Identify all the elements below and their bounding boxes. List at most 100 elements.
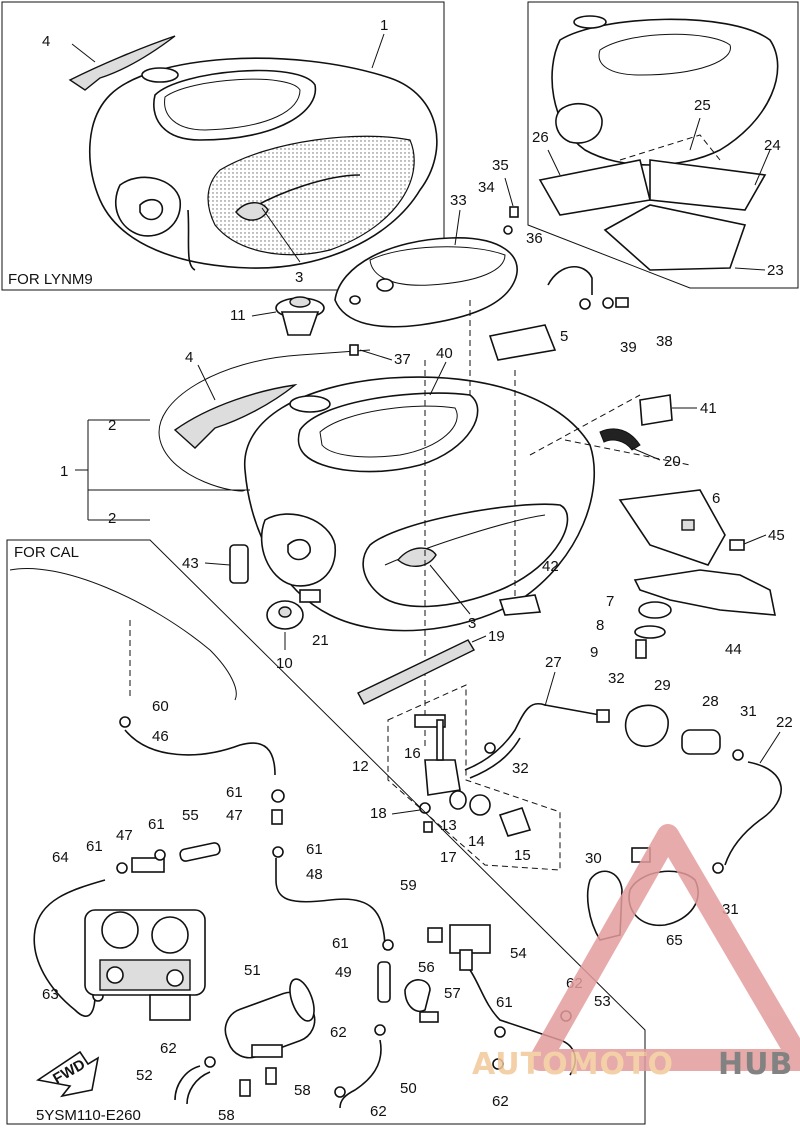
tank-side-panel [362,503,569,608]
bolt-58-a [239,1079,251,1097]
clip-31-upper [732,749,744,761]
callout-35: 35 [492,157,509,174]
joint-47-upper [271,809,283,825]
pad-24 [649,159,767,211]
callout-61-f: 61 [496,994,513,1011]
callout-62-a: 62 [160,1040,177,1057]
seal-13 [449,790,467,810]
bolt-9 [635,639,647,659]
hose-52 [174,1065,201,1101]
callout-2-lower: 2 [108,510,116,527]
lynm9-tank-panel [207,135,415,256]
clip-62-bottom [334,1086,346,1098]
pad-23 [603,204,747,271]
callout-11: 11 [230,307,246,324]
hose-22 [724,761,782,866]
callout-17: 17 [440,849,457,866]
bracket-36 [547,265,593,295]
automotohub-watermark: AUTOMOTO HUB [472,824,800,1082]
callout-44: 44 [725,641,742,658]
watermark-triangle [529,824,800,1071]
callout-56: 56 [418,959,435,976]
callout-63: 63 [42,986,59,1003]
filler-neck [289,395,331,413]
label-41 [639,394,673,426]
callout-6: 6 [712,490,720,507]
bracket-6 [618,489,726,566]
callout-53: 53 [594,993,611,1010]
lynm9-emblem [235,202,269,221]
filter-29 [624,704,669,747]
fuel-cock-group: 12 13 14 15 16 17 18 [352,684,561,871]
pads-inset: 26 25 24 23 [527,1,799,289]
callout-62-e: 62 [492,1093,509,1110]
hose-27 [464,703,601,771]
callout-32-upper: 32 [608,670,625,687]
fwd-arrow: FWD [35,1050,100,1098]
callout-58-a: 58 [218,1107,235,1124]
callout-32-lower: 32 [512,760,529,777]
label-5 [488,324,557,361]
clip-37 [349,344,359,356]
collar-8 [634,625,666,639]
callout-62-b: 62 [330,1024,347,1041]
clip-61-top [271,789,285,803]
screw-57 [419,1011,439,1023]
callout-16: 16 [404,745,421,762]
valve-49 [377,961,391,1003]
lynm9-cap-seat [141,67,179,83]
grommet-7 [638,601,672,619]
callout-22: 22 [776,714,793,731]
callout-39: 39 [620,339,637,356]
lynm9-inset-label: FOR LYNM9 [8,271,93,288]
filter-28 [681,729,721,755]
callout-5: 5 [560,328,568,345]
lynm9-decal [68,35,176,91]
lynm9-side-cutout [115,176,181,237]
callout-61-d: 61 [306,841,323,858]
callout-23: 23 [767,262,784,279]
bolt-45 [729,539,745,551]
callout-45: 45 [768,527,785,544]
tank-top-plate [334,237,518,328]
callout-8: 8 [596,617,604,634]
callout-41: 41 [700,400,717,417]
callout-31-upper: 31 [740,703,757,720]
tank-emblem [397,547,437,567]
callout-33: 33 [450,192,467,209]
callout-3-lynm9: 3 [295,269,303,286]
damper-21 [299,589,321,603]
callout-58-b: 58 [294,1082,311,1099]
callout-18: 18 [370,805,387,822]
callout-1: 1 [60,463,68,480]
screw-35 [509,206,519,218]
cal-inset-label: FOR CAL [14,544,79,561]
clip-61-bottom [494,1026,506,1038]
callout-21: 21 [312,632,329,649]
holder-56 [404,979,431,1012]
clip-61-lower [382,939,394,951]
callout-28: 28 [702,693,719,710]
bolt-58-b [265,1067,277,1085]
lynm9-inset-frame [1,1,445,291]
clip-32-lower [484,742,496,754]
callout-61-c: 61 [86,838,103,855]
callout-36: 36 [526,230,543,247]
bolt-59 [427,927,443,943]
label-42 [498,594,542,616]
callout-34: 34 [478,179,495,196]
callout-48: 48 [306,866,323,883]
callout-52: 52 [136,1067,153,1084]
callout-4: 4 [185,349,193,366]
callout-30: 30 [585,850,602,867]
fuel-cock-boundary [387,684,561,871]
cover-15 [498,807,532,837]
tank-side-cutout [260,513,336,587]
clip-61-left [116,862,128,874]
canister-51 [224,978,316,1059]
watermark-brand-part1: AUTOMOTO [472,1047,674,1082]
clip-62-mid [374,1024,386,1036]
callout-2-upper: 2 [108,417,116,434]
bracket-44 [633,569,776,616]
